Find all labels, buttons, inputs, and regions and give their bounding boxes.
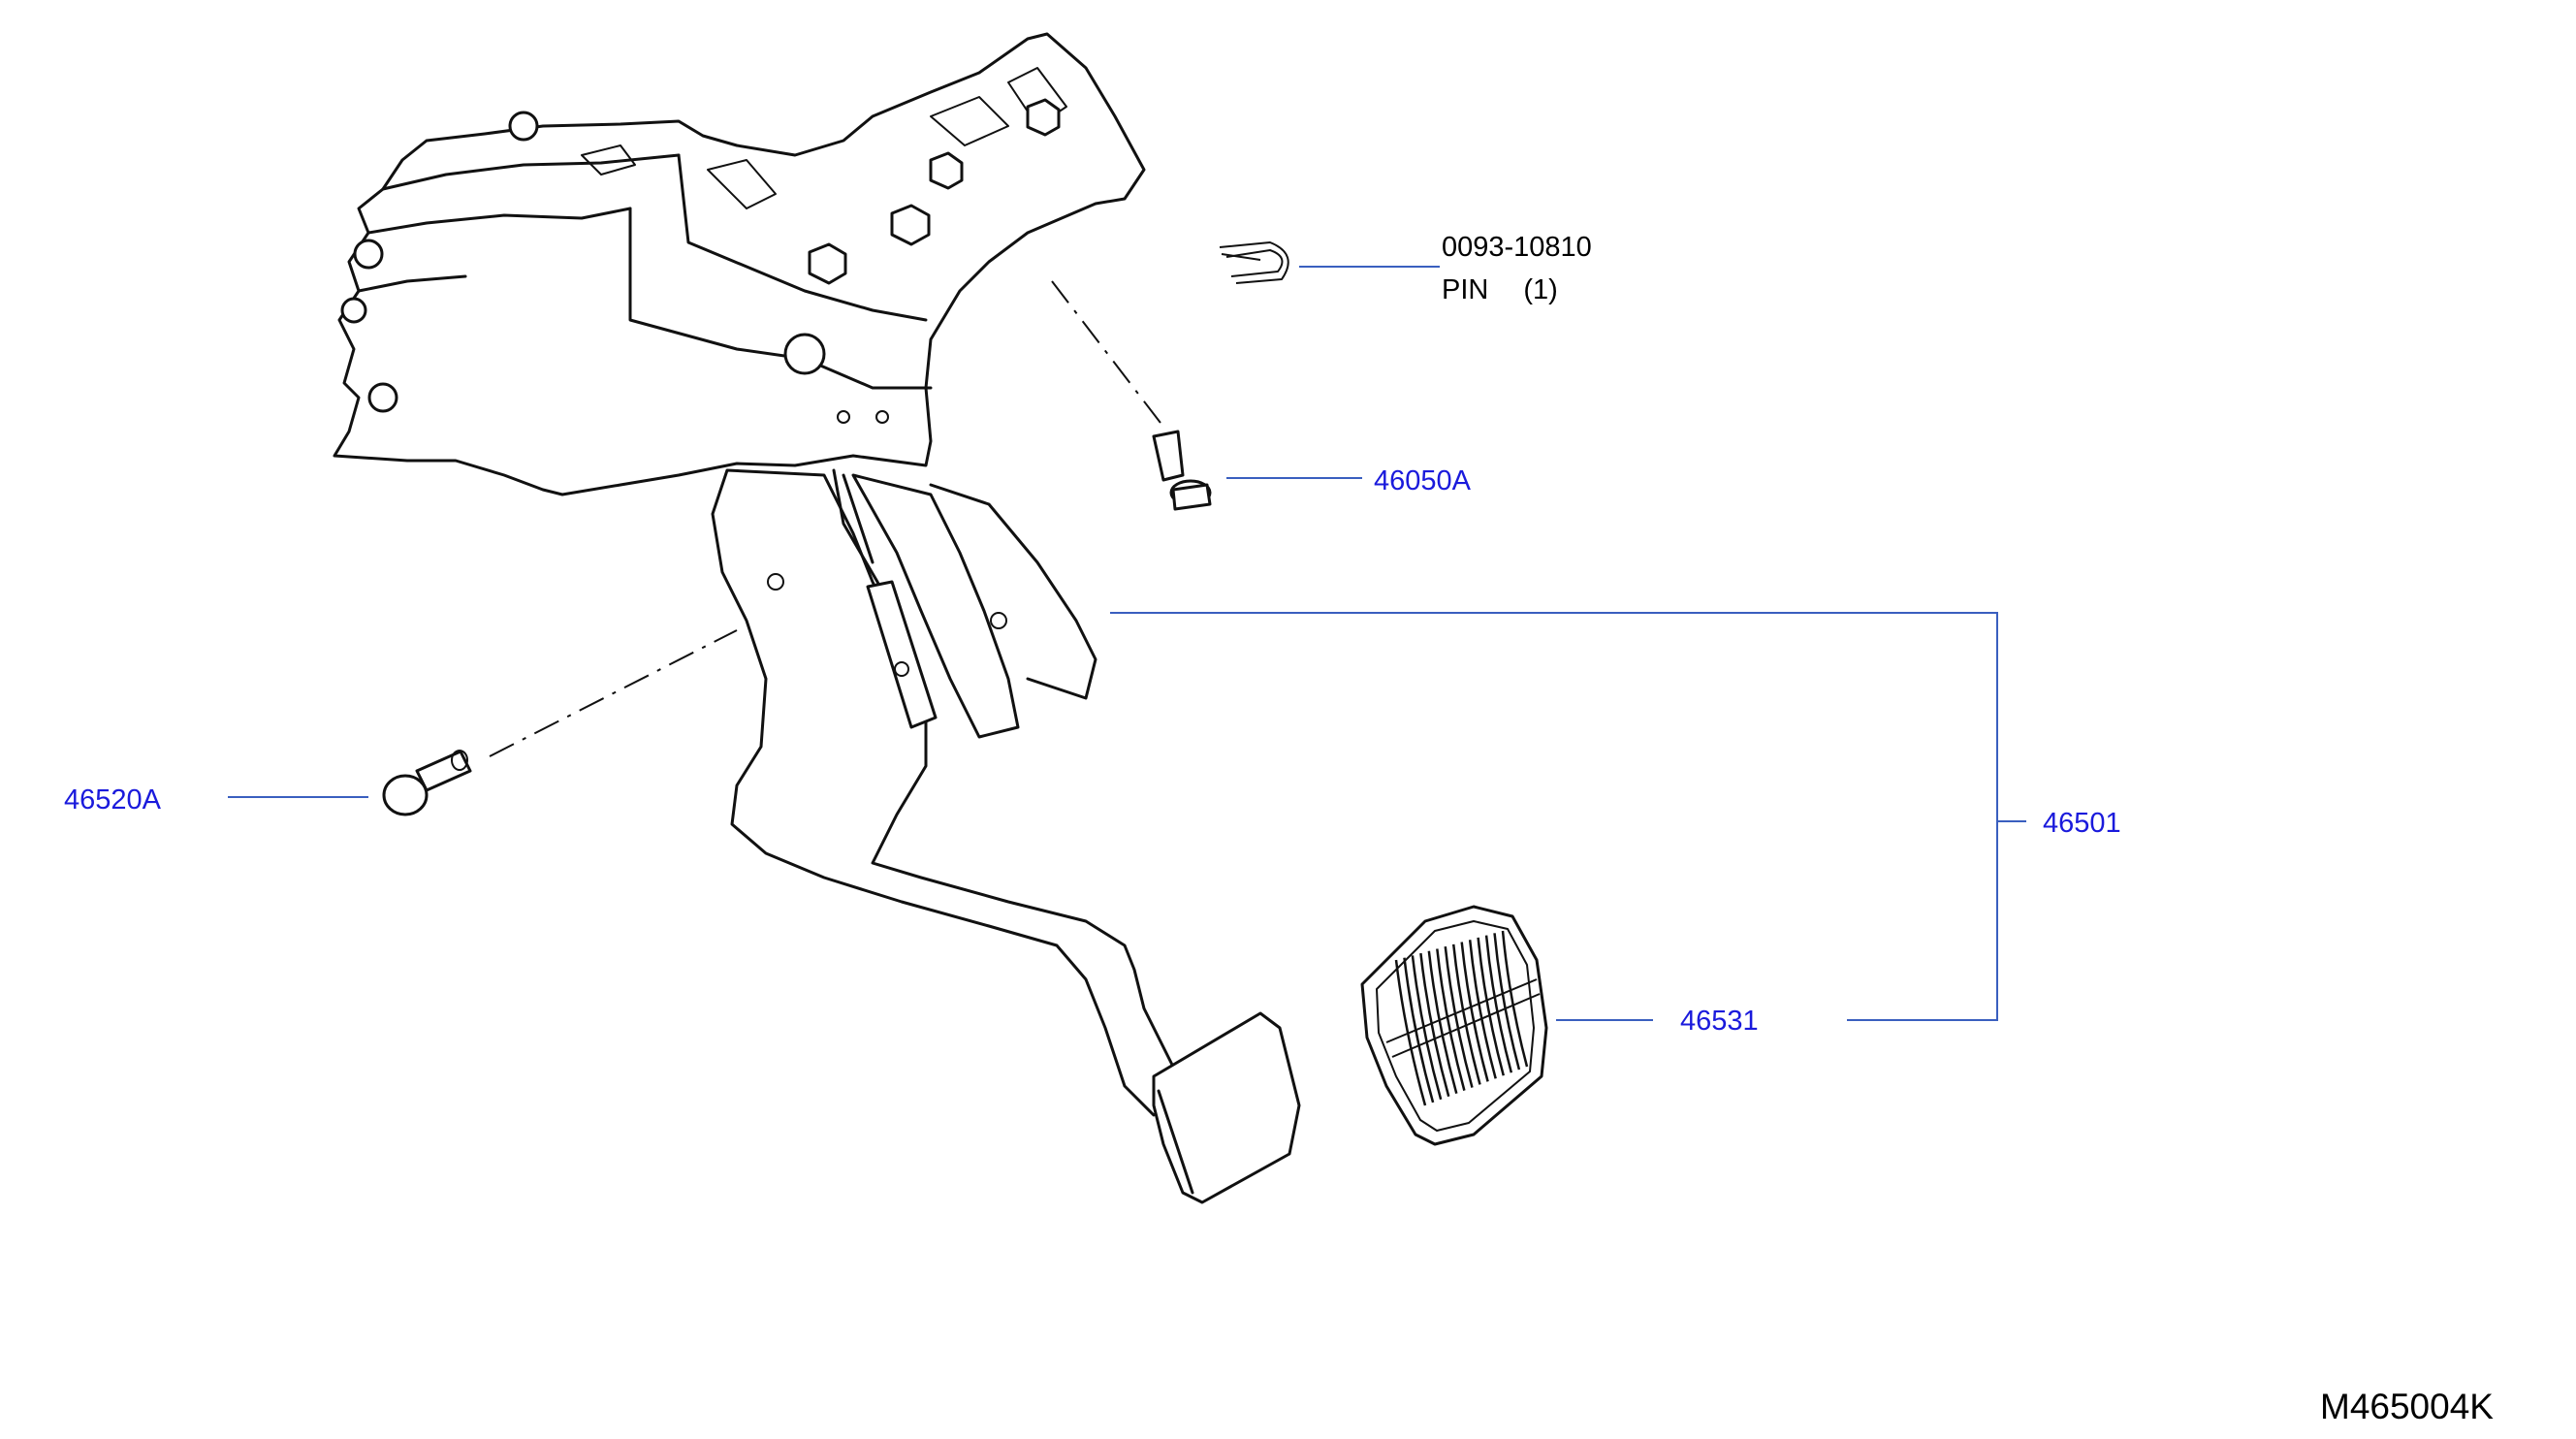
pedal-pad-illustration <box>1360 905 1548 1146</box>
pad-center-band <box>1391 993 1541 1058</box>
pad-rib <box>1427 950 1458 1095</box>
pin-quantity: (1) <box>1523 274 1557 305</box>
diagram-code: M465004K <box>2320 1387 2494 1426</box>
pin-illustration <box>1219 241 1289 284</box>
pedal-assembly-part-link[interactable]: 46501 <box>2043 808 2121 839</box>
pad-rib <box>1493 933 1521 1071</box>
pad-rib <box>1477 937 1505 1076</box>
leader-lines <box>228 266 2026 1021</box>
pin-part-number[interactable]: 0093-10810 <box>1442 232 1592 263</box>
pad-rib <box>1468 940 1497 1079</box>
pedal-bracket-assembly-illustration <box>333 32 1301 1204</box>
clevis-pin-part-link[interactable]: 46520A <box>64 784 162 815</box>
pad-rib <box>1484 935 1513 1073</box>
bolt-illustration <box>1051 280 1212 511</box>
clevis-pin-illustration <box>382 629 738 816</box>
bolt-part-link[interactable]: 46050A <box>1374 465 1472 496</box>
pad-rib <box>1419 952 1450 1098</box>
pad-rib <box>1451 943 1481 1085</box>
pad-rib <box>1460 942 1489 1082</box>
pad-rib <box>1436 948 1466 1091</box>
pad-center-band <box>1385 978 1538 1043</box>
pin-description-label: PIN <box>1442 274 1488 305</box>
pad-rib <box>1444 946 1474 1088</box>
pedal-pad-ribs <box>1385 930 1541 1106</box>
pin-description: PIN (1) <box>1442 274 1558 305</box>
pedal-pad-part-link[interactable]: 46531 <box>1680 1006 1759 1037</box>
pad-rib <box>1501 930 1529 1068</box>
